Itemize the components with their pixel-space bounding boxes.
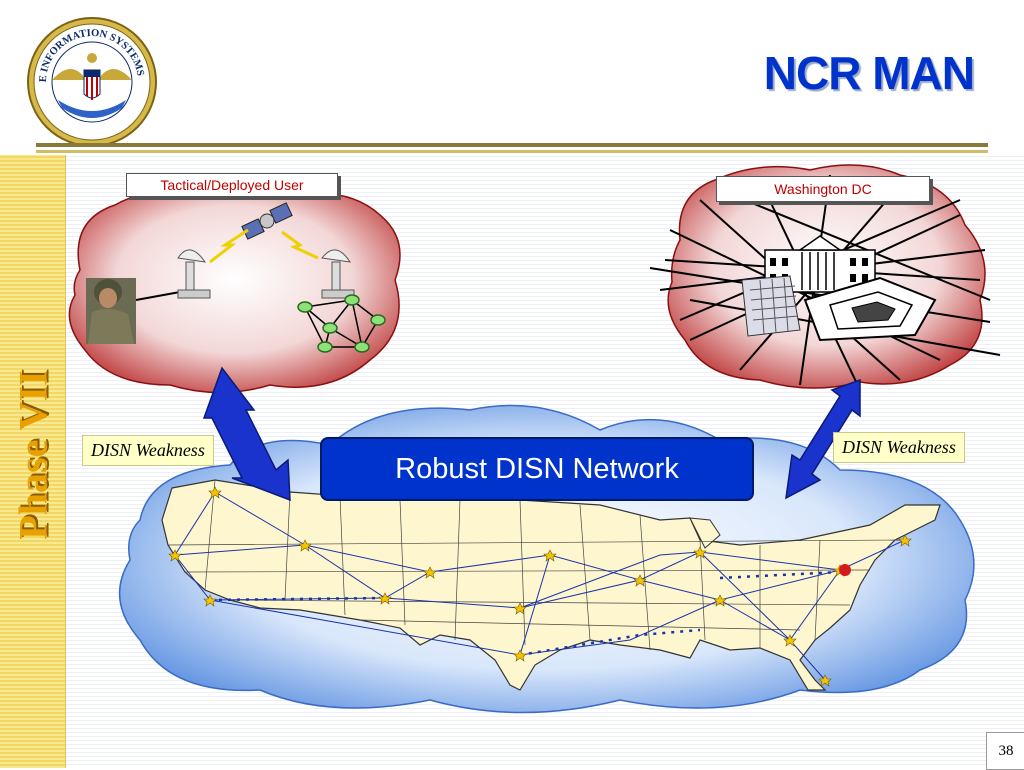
disn-weakness-right: DISN Weakness bbox=[833, 432, 965, 463]
tactical-user-label: Tactical/Deployed User bbox=[126, 173, 338, 197]
page-title: NCR MAN bbox=[763, 47, 975, 99]
mesh-network-icon bbox=[297, 294, 386, 353]
washington-dc-label: Washington DC bbox=[716, 176, 930, 202]
slide-header: DEFENSE INFORMATION SYSTEMS AGENCY NCR M… bbox=[0, 0, 1024, 153]
page-number: 38 bbox=[986, 732, 1024, 770]
us-map-icon bbox=[161, 479, 941, 691]
robust-network-box: Robust DISN Network bbox=[320, 437, 754, 501]
header-rule-lower bbox=[36, 150, 988, 153]
header-rule bbox=[36, 143, 988, 147]
pentagon-icon bbox=[803, 276, 937, 342]
seal-icon: DEFENSE INFORMATION SYSTEMS AGENCY bbox=[22, 10, 157, 147]
office-building-icon bbox=[741, 275, 801, 337]
weakness-arrow-left bbox=[202, 366, 291, 502]
satellite-icon bbox=[241, 202, 293, 240]
soldier-icon bbox=[86, 278, 136, 344]
weakness-arrow-right bbox=[785, 378, 861, 500]
disn-weakness-left: DISN Weakness bbox=[82, 435, 214, 466]
satellite-dish-icon bbox=[321, 249, 355, 299]
satellite-dish-icon bbox=[177, 249, 211, 299]
section-sidebar bbox=[0, 155, 66, 768]
